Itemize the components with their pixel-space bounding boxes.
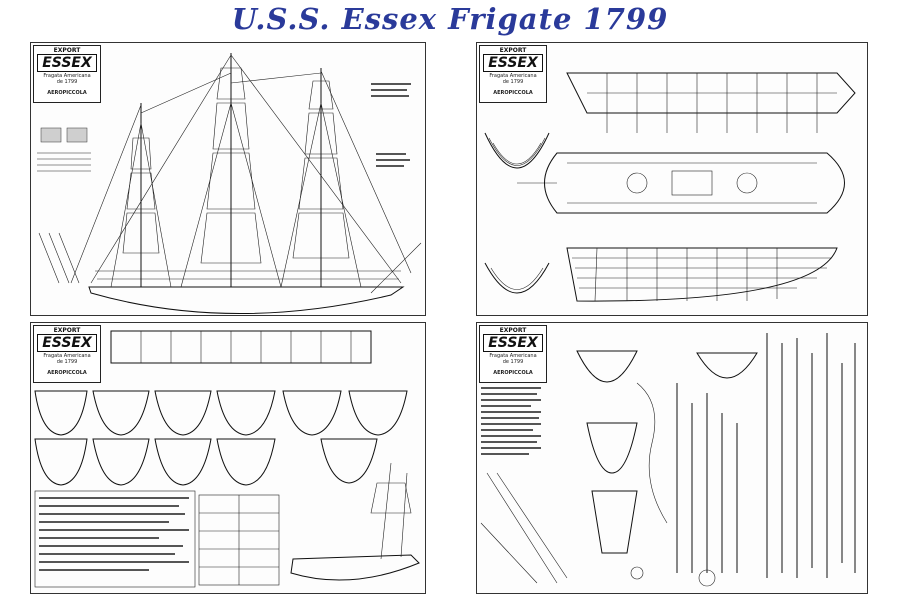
- title-block-export: EXPORT: [499, 327, 527, 334]
- title-block-ship-name: ESSEX: [483, 334, 543, 352]
- title-block-brand: AEROPICCOLA: [47, 90, 87, 96]
- title-block-ship-name: ESSEX: [37, 54, 97, 72]
- title-block-ship-name: ESSEX: [37, 334, 97, 352]
- masts-fittings-drawing: [480, 333, 856, 587]
- title-block-export: EXPORT: [53, 47, 81, 54]
- title-block-brand: AEROPICCOLA: [493, 370, 533, 376]
- title-block-export: EXPORT: [499, 47, 527, 54]
- frames-drawing: [34, 330, 420, 588]
- page-title: U.S.S. Essex Frigate 1799: [231, 2, 669, 36]
- hull-deck-drawing: [484, 72, 856, 302]
- title-block-brand: AEROPICCOLA: [47, 370, 87, 376]
- title-block-brand: AEROPICCOLA: [493, 90, 533, 96]
- sail-plan-drawing: [37, 53, 422, 314]
- title-block-export: EXPORT: [53, 327, 81, 334]
- title-block-ship-name: ESSEX: [483, 54, 543, 72]
